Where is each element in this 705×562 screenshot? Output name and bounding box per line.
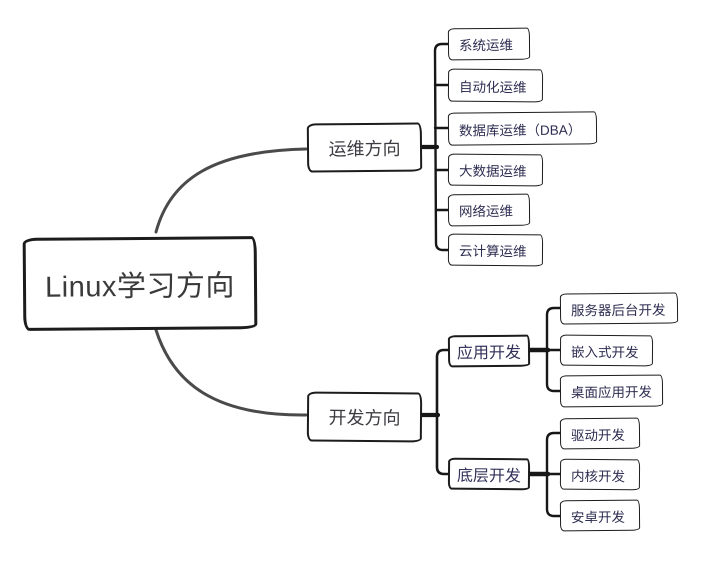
leaf-node-server-backend-dev[interactable]: 服务器后台开发 [559, 292, 679, 325]
node-label: 桌面应用开发 [570, 384, 653, 401]
node-label: 底层开发 [456, 467, 522, 486]
node-label: Linux学习方向 [44, 269, 236, 304]
node-label: 网络运维 [458, 203, 514, 220]
curve-root-to-dev [154, 328, 308, 417]
node-label: 自动化运维 [458, 79, 527, 95]
leaf-node-bigdata-ops[interactable]: 大数据运维 [447, 153, 544, 187]
leaf-node-database-ops-dba[interactable]: 数据库运维（DBA） [447, 111, 598, 146]
subbranch-node-app-development[interactable]: 应用开发 [447, 334, 531, 368]
node-label: 数据库运维（DBA） [458, 121, 582, 139]
leaf-node-system-ops[interactable]: 系统运维 [447, 27, 531, 61]
spine-ops [433, 42, 451, 252]
leaf-node-driver-dev[interactable]: 驱动开发 [559, 417, 641, 450]
spine-dev [435, 348, 451, 476]
node-label: 运维方向 [328, 138, 401, 159]
node-label: 云计算运维 [458, 243, 527, 260]
leaf-node-kernel-dev[interactable]: 内核开发 [559, 458, 641, 491]
leaf-node-network-ops[interactable]: 网络运维 [447, 193, 531, 227]
branch-node-operations[interactable]: 运维方向 [306, 122, 423, 173]
stub-ops-children [433, 83, 451, 212]
node-label: 嵌入式开发 [570, 344, 639, 360]
leaf-node-android-dev[interactable]: 安卓开发 [559, 499, 641, 532]
root-node-linux-learning-directions[interactable]: Linux学习方向 [22, 236, 258, 331]
leaf-node-cloud-ops[interactable]: 云计算运维 [447, 233, 544, 267]
node-label: 服务器后台开发 [570, 302, 666, 318]
node-label: 开发方向 [328, 407, 401, 429]
subbranch-node-lowlevel-development[interactable]: 底层开发 [447, 457, 531, 491]
branch-node-development[interactable]: 开发方向 [306, 391, 423, 443]
leaf-node-desktop-app-dev[interactable]: 桌面应用开发 [559, 374, 664, 408]
node-label: 驱动开发 [570, 427, 626, 443]
node-label: 系统运维 [458, 37, 514, 54]
leaf-node-embedded-dev[interactable]: 嵌入式开发 [559, 334, 654, 367]
node-label: 应用开发 [456, 344, 522, 363]
node-label: 内核开发 [570, 468, 626, 484]
leaf-node-automation-ops[interactable]: 自动化运维 [447, 68, 544, 103]
node-label: 安卓开发 [570, 509, 626, 525]
curve-root-to-ops [154, 147, 308, 234]
node-label: 大数据运维 [458, 163, 527, 180]
